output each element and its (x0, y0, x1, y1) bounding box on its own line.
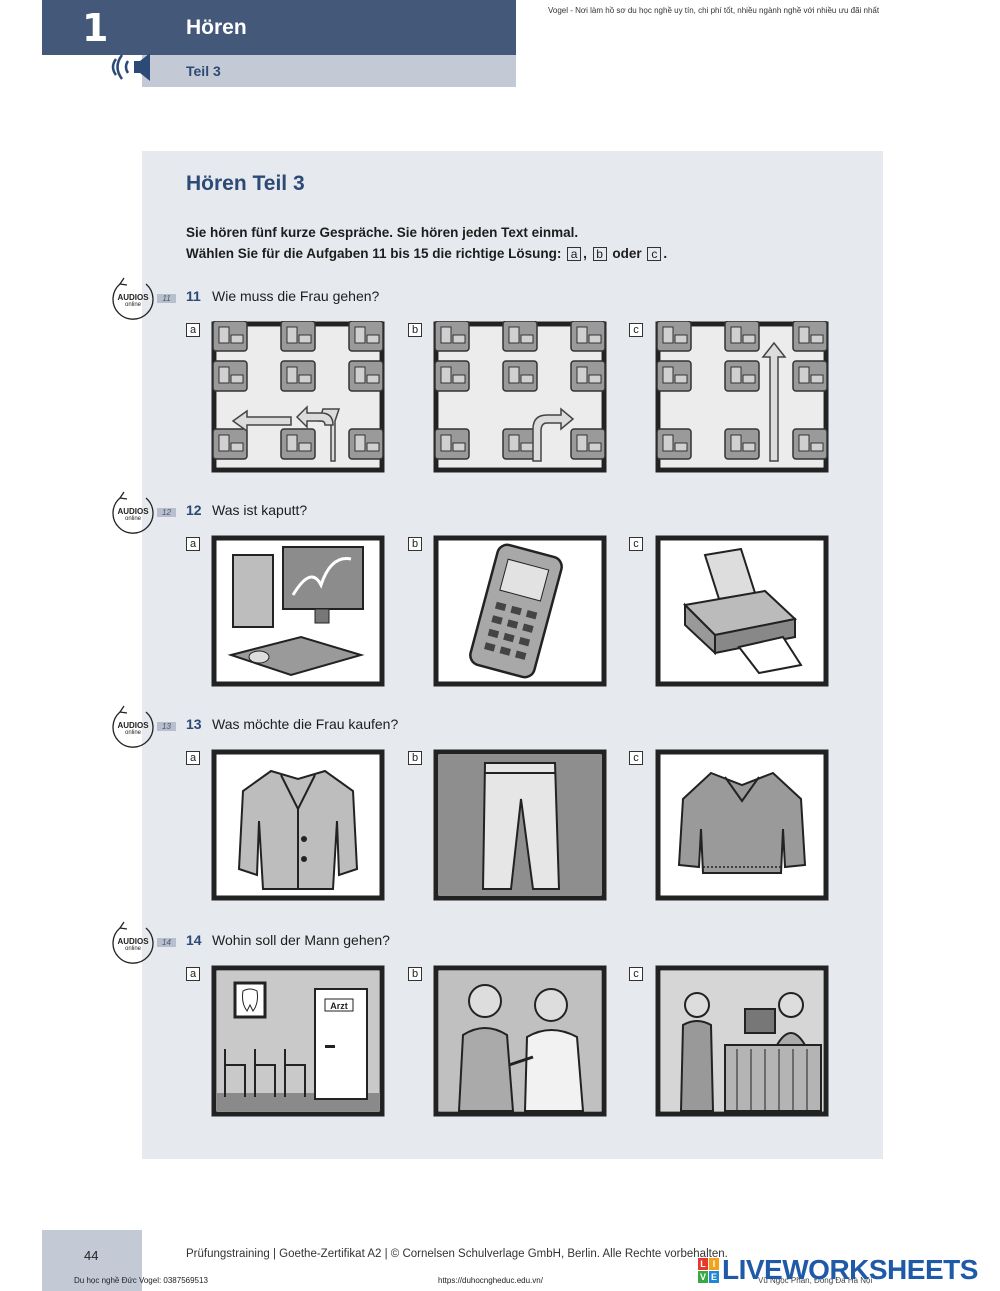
reception-desk-image[interactable] (655, 965, 829, 1117)
chapter-title: Hören (142, 0, 516, 55)
jacket-image[interactable] (211, 749, 385, 901)
audios-online-icon (112, 921, 154, 964)
option-label-b[interactable]: b (408, 323, 422, 337)
track-number: 13 (157, 722, 176, 731)
option-label-c[interactable]: c (629, 537, 643, 551)
audios-label: AUDIOS (117, 293, 149, 302)
audios-label: AUDIOS (117, 937, 149, 946)
audios-online-icon (112, 705, 154, 748)
printer-image[interactable] (655, 535, 829, 687)
live-letter-l: L (698, 1257, 708, 1270)
door-sign-text: Arzt (330, 1001, 348, 1011)
live-letter-v: V (698, 1270, 708, 1283)
option-label-c[interactable]: c (629, 323, 643, 337)
question-number: 12 (186, 502, 202, 518)
option-label-b[interactable]: b (408, 751, 422, 765)
option-label-a[interactable]: a (186, 751, 200, 765)
track-number: 11 (157, 294, 176, 303)
audios-online-icon (112, 277, 154, 320)
footer-text: Prüfungstraining | Goethe-Zertifikat A2 … (186, 1248, 728, 1260)
dentist-waiting-room-image[interactable]: Arzt (211, 965, 385, 1117)
question-text: Wie muss die Frau gehen? (212, 288, 380, 304)
doctor-examination-image[interactable] (433, 965, 607, 1117)
audios-label: AUDIOS (117, 507, 149, 516)
mobile-phone-image[interactable] (433, 535, 607, 687)
option-box-b: b (592, 247, 607, 261)
computer-image[interactable] (211, 535, 385, 687)
audios-sub: online (124, 730, 141, 736)
option-label-a[interactable]: a (186, 967, 200, 981)
audios-sub: online (124, 946, 141, 952)
sweater-image[interactable] (655, 749, 829, 901)
live-letter-i: I (709, 1257, 719, 1270)
option-label-b[interactable]: b (408, 967, 422, 981)
question-number: 13 (186, 716, 202, 732)
option-label-c[interactable]: c (629, 751, 643, 765)
audios-online-icon (112, 491, 154, 534)
map-route-right-image[interactable] (433, 321, 607, 473)
option-box-c: c (647, 247, 662, 261)
question-number: 11 (186, 288, 201, 304)
option-label-b[interactable]: b (408, 537, 422, 551)
page-number: 44 (42, 1230, 142, 1291)
chapter-number: 1 (42, 0, 142, 55)
speaker-icon (108, 47, 164, 87)
audios-badge: AUDIOS online (116, 937, 150, 953)
question-text: Was möchte die Frau kaufen? (212, 716, 399, 732)
audios-label: AUDIOS (117, 721, 149, 730)
live-letter-e: E (709, 1270, 719, 1283)
liveworksheets-text: LIVEWORKSHEETS (722, 1254, 978, 1285)
audios-badge: AUDIOS online (116, 507, 150, 523)
instruction-period: . (663, 246, 668, 261)
option-label-a[interactable]: a (186, 323, 200, 337)
liveworksheets-logo[interactable]: L I V E LIVEWORKSHEETS (698, 1254, 978, 1286)
option-label-a[interactable]: a (186, 537, 200, 551)
audios-sub: online (124, 302, 141, 308)
option-label-c[interactable]: c (629, 967, 643, 981)
track-number: 12 (157, 508, 176, 517)
instructions: Sie hören fünf kurze Gespräche. Sie höre… (186, 222, 667, 264)
track-number: 14 (157, 938, 176, 947)
map-route-straight-image[interactable] (655, 321, 829, 473)
audios-badge: AUDIOS online (116, 721, 150, 737)
live-badge: L I V E (698, 1257, 719, 1283)
instruction-line-1: Sie hören fünf kurze Gespräche. Sie höre… (186, 225, 579, 240)
option-box-a: a (567, 247, 582, 261)
question-number: 14 (186, 932, 202, 948)
chapter-subtitle: Teil 3 (142, 55, 516, 87)
instruction-prefix: Wählen Sie für die Aufgaben 11 bis 15 di… (186, 246, 562, 261)
trousers-image[interactable] (433, 749, 607, 901)
footer-address: Vũ Ngọc Phan, Đống Đa Hà Nội (758, 1276, 873, 1285)
audios-badge: AUDIOS online (116, 293, 150, 309)
instruction-line-2: Wählen Sie für die Aufgaben 11 bis 15 di… (186, 243, 667, 264)
map-route-left-image[interactable] (211, 321, 385, 473)
audios-sub: online (124, 516, 141, 522)
footer-contact: Du học nghề Đức Vogel: 0387569513 (74, 1276, 208, 1285)
question-text: Was ist kaputt? (212, 502, 308, 518)
watermark-text: Vogel - Nơi làm hồ sơ du học nghề uy tín… (548, 6, 880, 15)
question-text: Wohin soll der Mann gehen? (212, 932, 390, 948)
footer-url[interactable]: https://duhocngheduc.edu.vn/ (438, 1276, 543, 1285)
section-title: Hören Teil 3 (186, 172, 305, 195)
instruction-comma: , (583, 246, 587, 261)
instruction-or: oder (612, 246, 642, 261)
